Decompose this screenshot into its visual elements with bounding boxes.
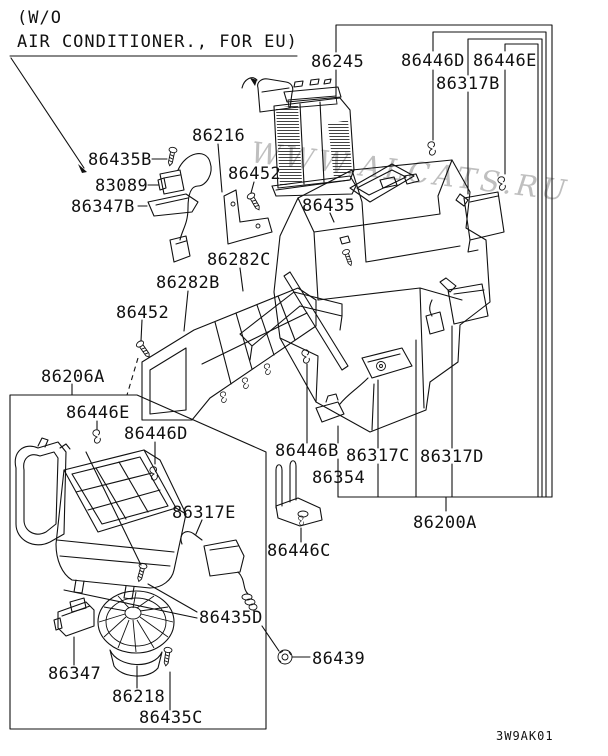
header-note: (W/O AIR CONDITIONER., FOR EU) [9,8,298,173]
heater-core [241,77,357,197]
callout-86282C: 86282C [207,250,271,270]
clip-86446E-box [92,429,101,444]
intake-ring [14,437,71,546]
callout-86317D: 86317D [420,447,484,467]
blower-case [55,449,187,600]
callout-86439: 86439 [312,649,365,669]
callout-86354: 86354 [312,468,365,488]
callout-86347: 86347 [48,664,101,684]
callout-86452-lower: 86452 [116,303,169,323]
actuator-86317B [455,191,505,253]
callout-86435D: 86435D [199,608,263,628]
callout-86317E: 86317E [172,503,236,523]
callout-86282B: 86282B [156,273,220,293]
callout-86446E-top: 86446E [473,51,537,71]
resistor-86317C [339,347,413,405]
callout-86435B: 86435B [88,150,152,170]
clip-86446D-top [427,141,436,156]
callout-86245: 86245 [311,52,364,72]
header-arrow-line [10,57,85,169]
actuator-86317D [439,277,489,325]
actuator-86317E [180,531,258,611]
screw-86435B [165,146,178,167]
resistor-86347 [53,597,95,637]
grommet-86439 [277,649,293,665]
callout-86218: 86218 [112,687,165,707]
main-housing [273,159,491,433]
header-line1: (W/O [17,8,62,28]
callout-86216: 86216 [192,126,245,146]
intake-duct-bellows-86282B [141,287,317,421]
callout-86446C: 86446C [267,541,331,561]
screw-86452-lower [134,339,153,360]
screw-86435C [161,646,173,667]
header-arrowhead [78,164,87,173]
callout-83089: 83089 [95,176,148,196]
callout-86200A: 86200A [413,513,477,533]
leader-lines [63,69,506,711]
callout-86435C: 86435C [139,708,203,728]
bracket-86216 [223,189,273,245]
callout-86317C: 86317C [346,446,410,466]
callout-86446E-box: 86446E [66,403,130,423]
callout-86452-upper: 86452 [228,164,281,184]
screw-86452-upper [245,191,263,213]
callout-86446B: 86446B [275,441,339,461]
bracket-86347B [147,193,199,217]
callout-86435: 86435 [302,196,355,216]
sensor-83089 [157,153,212,263]
duct-frame-86282C [239,291,343,361]
callouts: 86435B 83089 86347B 86216 86452 86245 86… [41,51,537,728]
callout-86446D-box: 86446D [124,424,188,444]
clip-on-housing [301,349,310,364]
connector-86446B [315,393,345,423]
callout-86317B: 86317B [436,74,500,94]
drawing-code: 3W9AK01 [496,729,554,743]
dashed-mount-line [126,357,139,396]
header-line2: AIR CONDITIONER., FOR EU) [17,32,298,52]
assembly-rail-lines [335,24,553,512]
callout-86347B: 86347B [71,197,135,217]
callout-86206A: 86206A [41,367,105,387]
blower-fan-86218 [97,590,175,677]
box-86206A [9,394,267,730]
callout-86446D-top: 86446D [401,51,465,71]
